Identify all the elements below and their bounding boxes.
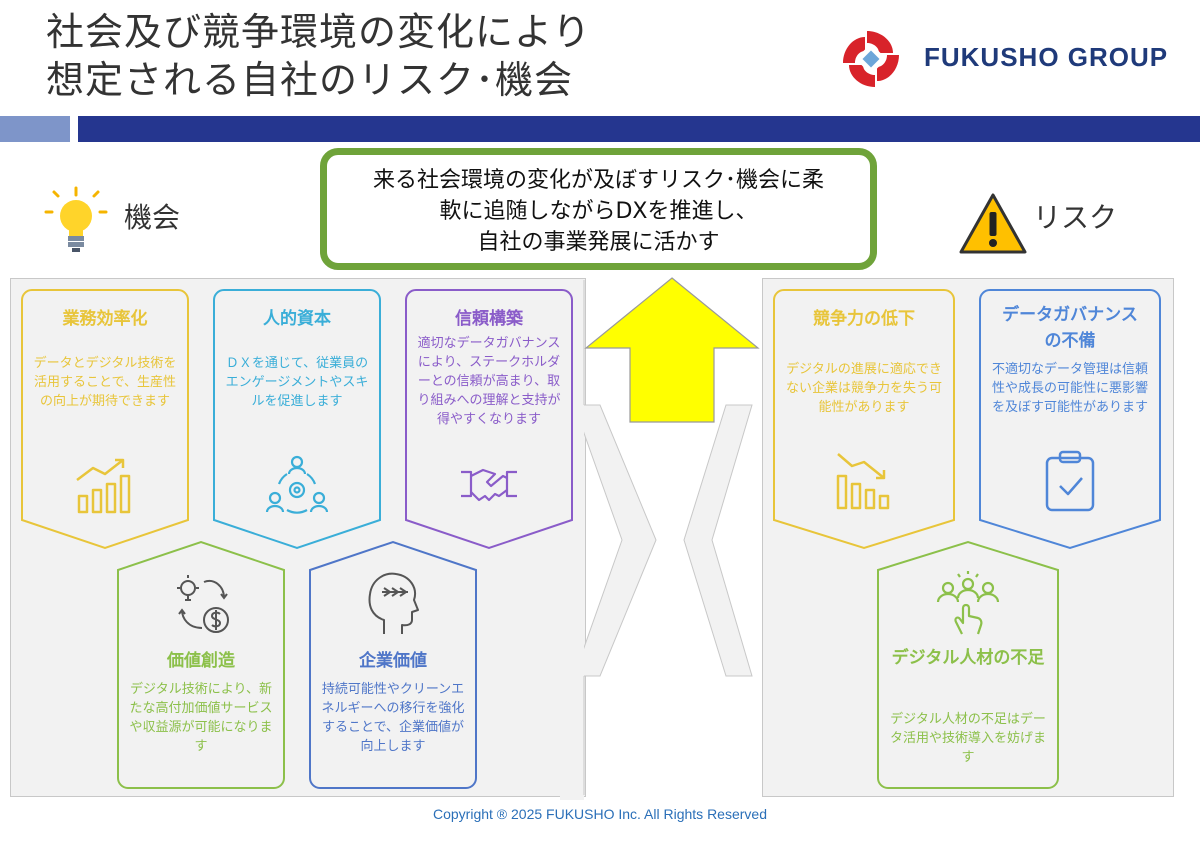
card-kigyo-kachi: 企業価値 持続可能性やクリーンエネルギーへの移行を強化することで、企業価値が向上… [308,540,478,790]
card-data-governance-fubi: データガバナンスの不備 不適切なデータ管理は信頼性や成長の可能性に悪影響を及ぼす… [978,288,1162,550]
clipboard-check-icon [1045,450,1095,512]
card-body: 適切なデータガバナンスにより、ステークホルダーとの信頼が高まり、取り組みへの理解… [417,336,561,427]
right-chevron-arrow [573,404,657,677]
center-line-1: 来る社会環境の変化が及ぼすリスク･機会に柔 [372,168,824,193]
center-line-2: 軟に追随しながらDXを推進し、 [439,199,758,224]
card-title: データガバナンスの不備 [1002,305,1138,351]
card-body: 不適切なデータ管理は信頼性や成長の可能性に悪影響を及ぼす可能性があります [991,362,1148,415]
card-body: ＤＸを通じて、従業員のエンゲージメントやスキルを促進します [225,356,369,409]
card-body: データとデジタル技術を活用することで、生産性の向上が期待できます [33,356,177,409]
card-title: 競争力の低下 [813,309,915,329]
card-kachi-sozo: 価値創造 デジタル技術により、新たな高付加価値サービスや収益源が可能になります [116,540,286,790]
fukusho-logo-icon [843,31,899,87]
warning-icon [959,193,1027,254]
card-body: デジタル人材の不足はデータ活用や技術導入を妨げます [889,712,1046,765]
card-title: 企業価値 [359,651,427,671]
left-chevron-arrow [683,404,753,677]
card-gyomu-koritsuka: 業務効率化 データとデジタル技術を活用することで、生産性の向上が期待できます [20,288,190,550]
card-title: 価値創造 [167,651,235,671]
card-kyosoryoku-teika: 競争力の低下 デジタルの進展に適応できない企業は競争力を失う可能性があります [772,288,956,550]
center-message-box: 来る社会環境の変化が及ぼすリスク･機会に柔 軟に追随しながらDXを推進し、 自社… [320,148,877,270]
card-shinrai-kochiku: 信頼構築 適切なデータガバナンスにより、ステークホルダーとの信頼が高まり、取り組… [404,288,574,550]
header-band-dark [78,116,1200,142]
card-title: 信頼構築 [455,309,523,329]
logo-text: FUKUSHO GROUP [924,42,1169,72]
idea-dollar-icon [177,575,229,633]
bar-chart-down-icon [836,453,890,510]
up-arrow-icon [584,277,760,423]
team-gear-icon [265,455,329,514]
card-body: 持続可能性やクリーンエネルギーへの移行を強化することで、企業価値が向上します [321,682,465,754]
card-body: デジタル技術により、新たな高付加価値サービスや収益源が可能になります [129,682,273,754]
card-title: 人的資本 [263,309,331,329]
header-band-light [0,116,70,142]
card-title: 業務効率化 [62,309,148,329]
opportunities-heading: 機会 [124,201,181,234]
copyright-text: Copyright ® 2025 FUKUSHO Inc. All Rights… [432,806,767,822]
head-profile-icon [368,572,419,634]
handshake-icon [461,468,517,502]
risks-heading: リスク [1033,201,1118,234]
lightbulb-icon [44,186,108,252]
title-line-2: 想定される自社のリスク･機会 [46,58,574,102]
people-touch-icon [936,571,1000,635]
card-jinteki-shihon: 人的資本 ＤＸを通じて、従業員のエンゲージメントやスキルを促進します [212,288,382,550]
card-title: デジタル人材の不足 [891,648,1045,668]
center-line-3: 自社の事業発展に活かす [477,230,720,255]
card-body: デジタルの進展に適応できない企業は競争力を失う可能性があります [785,362,942,415]
page-title: 社会及び競争環境の変化により 想定される自社のリスク･機会 [46,8,591,104]
card-digital-jinzai-fusoku: デジタル人材の不足 デジタル人材の不足はデータ活用や技術導入を妨げます [876,540,1060,790]
title-line-1: 社会及び競争環境の変化により [46,10,592,54]
bar-chart-up-icon [76,458,131,514]
